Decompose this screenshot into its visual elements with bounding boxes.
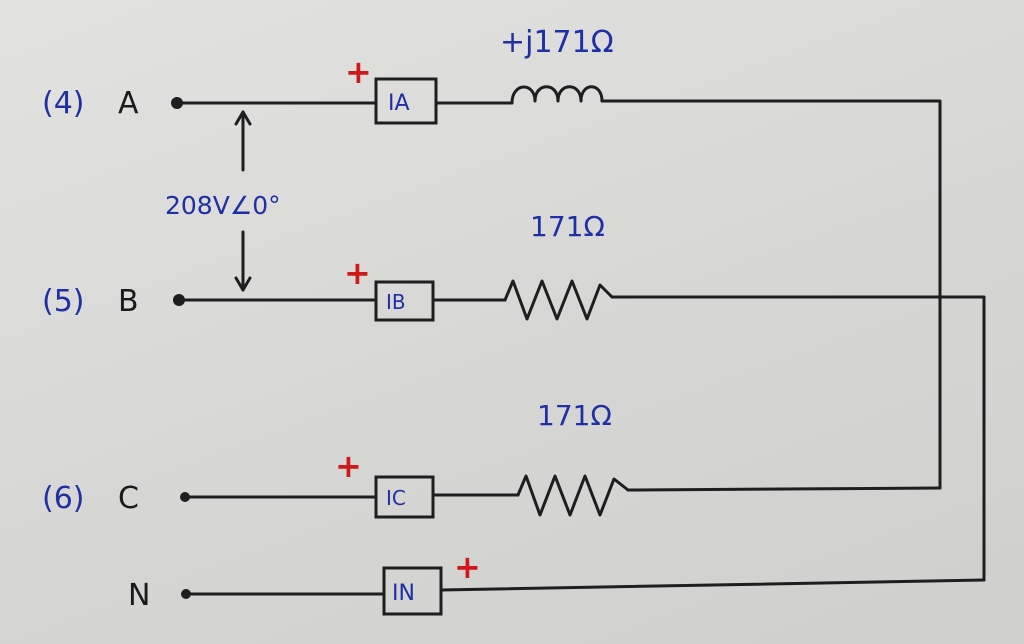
polarity-plus-b: +	[344, 254, 371, 292]
resistor-c-icon	[516, 474, 630, 517]
voltage-arrow-down	[234, 230, 252, 292]
svg-text:(6): (6)	[42, 481, 85, 516]
terminal-a-label: (4) A	[42, 86, 139, 121]
svg-text:IN: IN	[392, 581, 415, 606]
ammeter-ia: IA +	[345, 53, 438, 125]
svg-text:(4): (4)	[42, 86, 85, 121]
svg-text:IC: IC	[386, 486, 406, 510]
resistor-c-label: 171Ω	[537, 399, 612, 432]
svg-text:B: B	[118, 284, 139, 319]
svg-text:N: N	[128, 578, 150, 613]
svg-text:A: A	[118, 86, 139, 121]
inductor-label: +j171Ω	[500, 25, 614, 60]
polarity-plus-a: +	[345, 53, 372, 91]
svg-text:IA: IA	[388, 91, 410, 116]
svg-text:C: C	[118, 481, 139, 516]
svg-text:IB: IB	[386, 290, 406, 314]
inductor-icon	[510, 85, 604, 105]
terminal-c-label: (6) C	[42, 481, 139, 516]
resistor-b-icon	[503, 279, 614, 321]
voltage-arrow-up	[234, 110, 252, 172]
source-voltage-label: 208V∠0°	[165, 191, 281, 220]
resistor-b-label: 171Ω	[530, 210, 605, 243]
ammeter-ib: IB +	[344, 254, 435, 322]
wiring	[175, 99, 986, 596]
svg-text:(5): (5)	[42, 284, 85, 319]
terminal-b-label: (5) B	[42, 284, 139, 319]
ammeter-in: IN +	[382, 548, 481, 616]
terminal-n-label: N	[128, 578, 150, 613]
polarity-plus-c: +	[335, 447, 362, 485]
polarity-plus-n: +	[454, 548, 481, 586]
ammeter-ic: IC +	[335, 447, 435, 519]
